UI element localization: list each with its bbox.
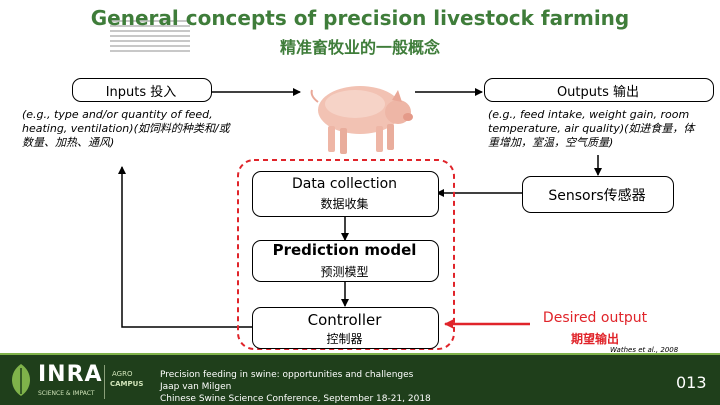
inputs-desc-line3: 数量、加热、通风): [22, 136, 114, 150]
sensors-label: Sensors传感器: [522, 185, 672, 205]
controller-label-zh: 控制器: [252, 330, 437, 347]
pig-image: [300, 62, 415, 158]
data-collection-label-zh: 数据收集: [252, 195, 437, 212]
controller-label-en: Controller: [252, 311, 437, 329]
footer-conference: Chinese Swine Science Conference, Septem…: [160, 393, 431, 405]
desired-output-label-zh: 期望输出: [520, 330, 670, 347]
page-number: 013: [676, 373, 707, 392]
inra-logo-subtitle: SCIENCE & IMPACT: [38, 390, 95, 397]
prediction-model-label-zh: 预测模型: [252, 263, 437, 280]
desired-output-label-en: Desired output: [520, 310, 670, 326]
inra-leaf-icon: [4, 360, 38, 400]
data-collection-label-en: Data collection: [252, 176, 437, 192]
outputs-desc-line2: temperature, air quality)(如进食量，体: [488, 122, 694, 136]
inputs-desc-line1: (e.g., type and/or quantity of feed,: [22, 108, 213, 122]
campus-logo-line2: CAMPUS: [110, 380, 143, 388]
prediction-model-label-en: Prediction model: [252, 241, 437, 259]
outputs-desc-line1: (e.g., feed intake, weight gain, room: [488, 108, 689, 122]
footer-talk-title: Precision feeding in swine: opportunitie…: [160, 369, 413, 381]
outputs-desc-line3: 重增加，室温，空气质量): [488, 136, 613, 150]
inputs-label: Inputs 投入: [72, 81, 210, 100]
footer-speaker: Jaap van Milgen: [160, 381, 231, 393]
inra-logo-text: INRA: [38, 362, 103, 387]
arrow-controller-to-inputs: [122, 167, 252, 327]
inputs-desc-line2: heating, ventilation)(如饲料的种类和/或: [22, 122, 230, 136]
outputs-label: Outputs 输出: [484, 81, 712, 100]
campus-logo-line1: AGRO: [112, 370, 132, 378]
